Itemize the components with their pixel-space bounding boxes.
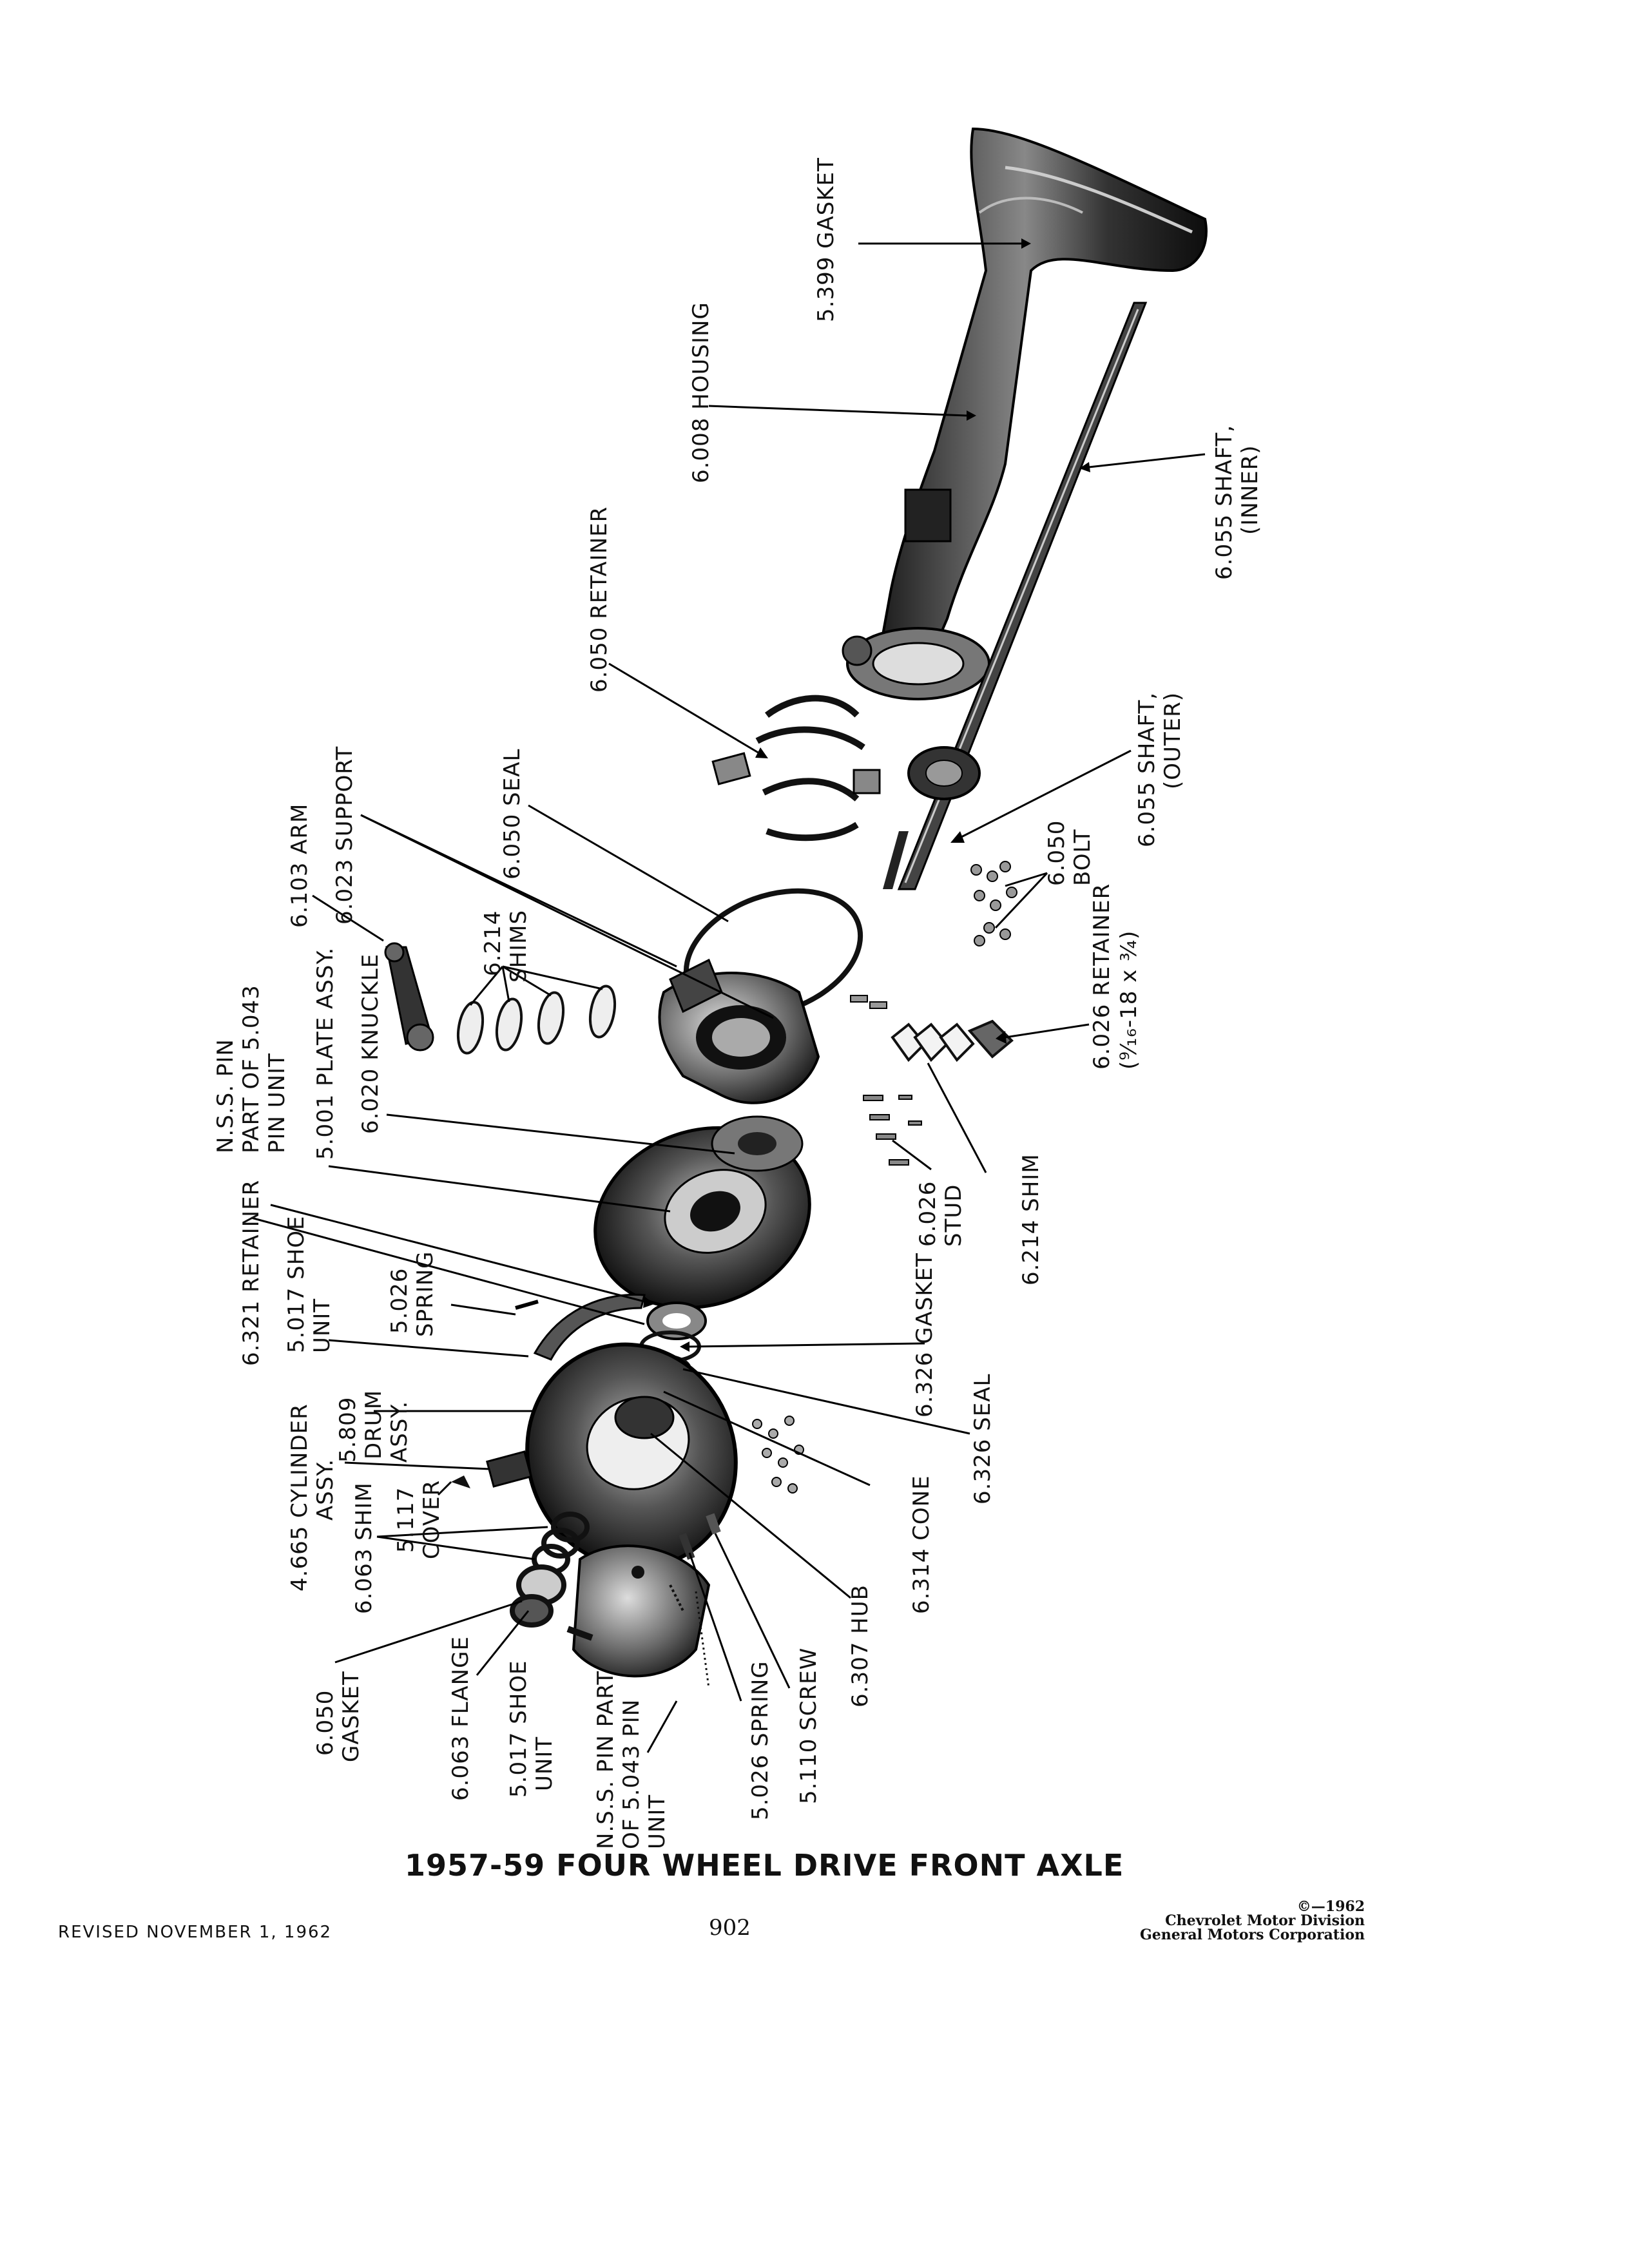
label-plate-5001: 5.001 PLATE ASSY. [313, 947, 338, 1160]
label-shims-6214-line1: 6.214 [480, 910, 506, 976]
label-shoe-5017-line1: 5.017 SHOE [284, 1215, 309, 1353]
screw-spring-part [669, 1513, 721, 1689]
label-gasket-6050-line1: 6.050 [313, 1689, 338, 1756]
label-drum-5809-line3: ASSY. [387, 1400, 412, 1463]
retainer-rings-part [711, 695, 881, 841]
label-stud-6026-line2: STUD [941, 1184, 967, 1247]
label-spring-5026-line2: SPRING [412, 1251, 438, 1337]
label-shoe-5017b-line1: 5.017 SHOE [506, 1660, 532, 1798]
label-gasket-6326: 6.326 GASKET [912, 1253, 938, 1418]
label-retainer-6050: 6.050 RETAINER [586, 506, 612, 693]
label-nss-pin-b-line2: OF 5.043 PIN [619, 1698, 644, 1849]
label-nss-pin-b-line3: UNIT [644, 1794, 670, 1849]
label-spring-5026-line1: 5.026 [387, 1267, 412, 1334]
studs-part [863, 1095, 922, 1166]
arrowheads [643, 238, 1090, 1352]
steering-arm-part [384, 942, 434, 1052]
label-nss-pin-line2: PART OF 5.043 [238, 985, 264, 1153]
label-housing-6008: 6.008 HOUSING [688, 302, 714, 483]
axle-shaft-part [883, 302, 1148, 890]
label-cone-6314: 6.314 CONE [909, 1475, 934, 1614]
copyright-division: Chevrolet Motor Division [1165, 1912, 1365, 1929]
label-drum-5809-line1: 5.809 [335, 1396, 361, 1463]
label-nss-pin-line3: PIN UNIT [264, 1053, 290, 1153]
label-screw-5110: 5.110 SCREW [796, 1647, 822, 1804]
backing-plate-part [593, 1115, 811, 1310]
label-bolt-6050-line1: 6.050 [1044, 820, 1070, 886]
label-gasket-6050-line2: GASKET [338, 1671, 364, 1762]
label-flange-6063: 6.063 FLANGE [448, 1636, 474, 1801]
flange-hub-part [566, 1544, 711, 1678]
copyright-corporation: General Motors Corporation [1139, 1927, 1365, 1943]
shim-rings-part [510, 1512, 590, 1628]
label-spring-5026b: 5.026 SPRING [747, 1660, 773, 1820]
label-shaft-inner-line2: (INNER) [1237, 445, 1263, 535]
label-nss-pin-b-line1: N.S.S. PIN PART [593, 1670, 619, 1849]
shim-plates-part [891, 1019, 1014, 1062]
label-cylinder-4665-line1: 4.665 CYLINDER [287, 1403, 313, 1591]
label-shaft-outer-line2: (OUTER) [1160, 691, 1186, 789]
label-shim-6214: 6.214 SHIM [1018, 1153, 1044, 1285]
label-cover-5117-line2: COVER [419, 1479, 445, 1559]
knuckle-support-part [658, 958, 820, 1104]
label-retainer-6026-line2: (⁹⁄₁₆-18 x ¾) [1116, 930, 1142, 1070]
label-cover-5117-line1: 5.117 [393, 1486, 419, 1553]
label-shims-6214-line2: SHIMS [506, 909, 532, 983]
page-title: 1957-59 FOUR WHEEL DRIVE FRONT AXLE [405, 1848, 1124, 1883]
label-nss-pin-line1: N.S.S. PIN [213, 1039, 238, 1153]
label-knuckle-6020: 6.020 KNUCKLE [358, 953, 383, 1134]
label-gasket-5399: 5.399 GASKET [813, 157, 839, 322]
label-seal-6050: 6.050 SEAL [499, 748, 525, 879]
label-shaft-outer-line1: 6.055 SHAFT, [1134, 691, 1160, 847]
shims-part [456, 985, 617, 1055]
bolts-part [850, 861, 1017, 1009]
label-seal-6326: 6.326 SEAL [970, 1373, 996, 1504]
label-retainer-6026-line1: 6.026 RETAINER [1089, 883, 1115, 1070]
label-support-6023: 6.023 SUPPORT [332, 745, 358, 925]
label-bolt-6050-line2: BOLT [1070, 829, 1095, 886]
label-shoe-5017-line2: UNIT [309, 1298, 335, 1353]
label-drum-5809-line2: DRUM [361, 1389, 387, 1459]
copyright-block: ©—1962 Chevrolet Motor Division General … [1140, 1899, 1365, 1942]
label-retainer-6321: 6.321 RETAINER [238, 1179, 264, 1366]
hub-bolts-part [752, 1416, 804, 1494]
label-stud-6026-line1: 6.026 [915, 1180, 941, 1247]
leader-lines [251, 242, 1206, 1753]
label-cylinder-4665-line2: ASSY. [313, 1458, 338, 1521]
label-hub-6307: 6.307 HUB [847, 1584, 873, 1707]
wheel-cylinder-part [451, 1450, 532, 1488]
label-shim-6063: 6.063 SHIM [351, 1482, 377, 1614]
axle-housing-part [842, 127, 1208, 700]
label-shoe-5017b-line2: UNIT [532, 1736, 557, 1791]
copyright-year: ©—1962 [1296, 1898, 1365, 1915]
label-shaft-inner-line1: 6.055 SHAFT, [1211, 424, 1237, 580]
label-arm-6103: 6.103 ARM [287, 803, 313, 928]
gasket-seal-part [636, 1302, 707, 1384]
page-number: 902 [709, 1915, 751, 1941]
revised-date: REVISED NOVEMBER 1, 1962 [58, 1923, 333, 1942]
